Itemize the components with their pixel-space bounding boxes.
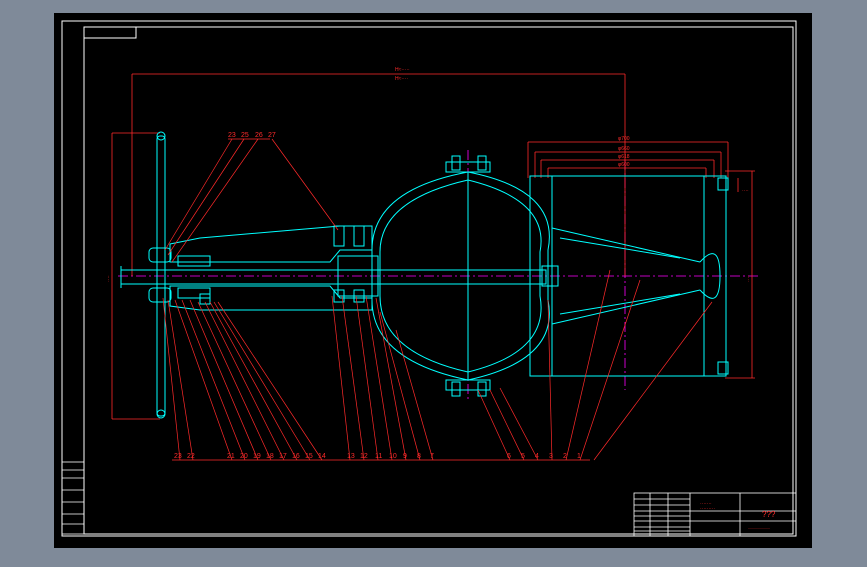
balloon-top-1: 23 xyxy=(228,132,236,139)
balloon-bottom-13: 11 xyxy=(375,453,382,460)
balloon-top-4: 27 xyxy=(268,132,276,139)
dia-700-label: φ700 xyxy=(618,136,630,142)
pipe-flanges xyxy=(529,175,729,377)
valve-stem xyxy=(120,266,547,288)
title-block-title: ??? xyxy=(762,510,776,519)
bottom-balloon-labels: 23 22 21 20 19 18 17 16 15 14 13 12 11 1… xyxy=(174,453,581,460)
revision-strip xyxy=(61,461,85,535)
balloon-bottom-3: 21 xyxy=(227,453,235,460)
drawing-sheet xyxy=(54,13,812,548)
balloon-bottom-22: 2 xyxy=(563,453,567,460)
height-dim-right: ···· xyxy=(746,275,752,282)
balloon-top-2: 25 xyxy=(241,132,249,139)
balloon-top-3: 26 xyxy=(255,132,263,139)
balloon-bottom-17: 7 xyxy=(430,453,434,460)
balloon-bottom-14: 10 xyxy=(389,453,397,460)
overall-dim-text-b: H≈···· xyxy=(395,76,408,82)
flange-diameter-dims xyxy=(527,141,739,192)
balloon-bottom-1: 23 xyxy=(174,453,182,460)
overall-dim-text-a: H≈····· xyxy=(395,67,410,73)
title-block xyxy=(633,492,797,537)
balloon-bottom-10: 14 xyxy=(318,453,326,460)
balloon-bottom-9: 15 xyxy=(305,453,313,460)
balloon-bottom-20: 4 xyxy=(535,453,539,460)
balloon-bottom-15: 9 xyxy=(403,453,407,460)
balloon-bottom-23: 1 xyxy=(577,453,581,460)
balloon-bottom-16: 8 xyxy=(417,453,421,460)
balloon-bottom-5: 19 xyxy=(253,453,261,460)
valve-body xyxy=(371,155,550,397)
title-block-company-1: ······· xyxy=(700,501,712,507)
balloon-bottom-18: 6 xyxy=(507,453,511,460)
flange-note-label: ···· xyxy=(742,188,749,194)
balloon-bottom-21: 3 xyxy=(549,453,553,460)
height-dim-left: ···· xyxy=(106,275,112,282)
balloon-bottom-8: 16 xyxy=(292,453,300,460)
dia-660-label: φ660 xyxy=(618,146,630,152)
sheet-inner-border xyxy=(83,26,794,535)
title-block-number: ··········· xyxy=(748,526,770,532)
balloon-bottom-6: 18 xyxy=(266,453,274,460)
balloon-bottom-11: 13 xyxy=(347,453,355,460)
balloon-bottom-19: 5 xyxy=(521,453,525,460)
overall-dimensions xyxy=(111,73,755,420)
balloon-bottom-4: 20 xyxy=(240,453,248,460)
bottom-leader-lines xyxy=(162,269,713,461)
balloon-bottom-2: 22 xyxy=(187,453,195,460)
handwheel xyxy=(148,131,172,419)
balloon-bottom-12: 12 xyxy=(360,453,368,460)
title-block-company-2: ········· xyxy=(700,506,715,512)
balloon-bottom-7: 17 xyxy=(279,453,287,460)
dia-618-label: φ618 xyxy=(618,154,630,160)
top-leader-lines xyxy=(164,138,339,263)
dia-600-label: φ600 xyxy=(618,162,630,168)
sheet-outer-border xyxy=(61,20,797,537)
corner-stamp xyxy=(83,26,137,39)
